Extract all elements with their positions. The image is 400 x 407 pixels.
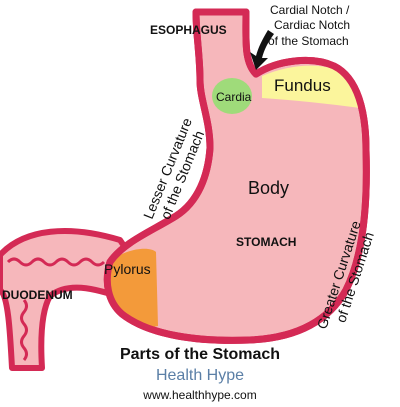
caption-brand: Health Hype bbox=[156, 367, 244, 384]
caption-url: www.healthhype.com bbox=[142, 388, 256, 402]
pylorus-region bbox=[109, 248, 158, 328]
label-body: Body bbox=[248, 178, 289, 198]
duodenum-folds-lower bbox=[20, 299, 28, 361]
label-stomach: STOMACH bbox=[236, 235, 296, 249]
stomach-wall bbox=[103, 8, 370, 344]
label-esophagus: ESOPHAGUS bbox=[150, 23, 227, 37]
label-cardial-notch-line2: Cardiac Notch bbox=[274, 18, 350, 32]
duodenum-folds bbox=[6, 257, 106, 267]
label-duodenum: DUODENUM bbox=[2, 288, 73, 302]
label-cardial-notch-line3: of the Stomach bbox=[268, 34, 349, 48]
label-fundus: Fundus bbox=[274, 76, 331, 95]
cardia-region bbox=[212, 78, 252, 114]
label-cardia: Cardia bbox=[216, 90, 252, 104]
label-pylorus: Pylorus bbox=[104, 261, 151, 277]
fundus-region bbox=[262, 65, 360, 108]
caption-title: Parts of the Stomach bbox=[120, 346, 280, 363]
arrow-down-icon bbox=[250, 30, 274, 70]
label-cardial-notch-line1: Cardial Notch / bbox=[270, 3, 350, 17]
